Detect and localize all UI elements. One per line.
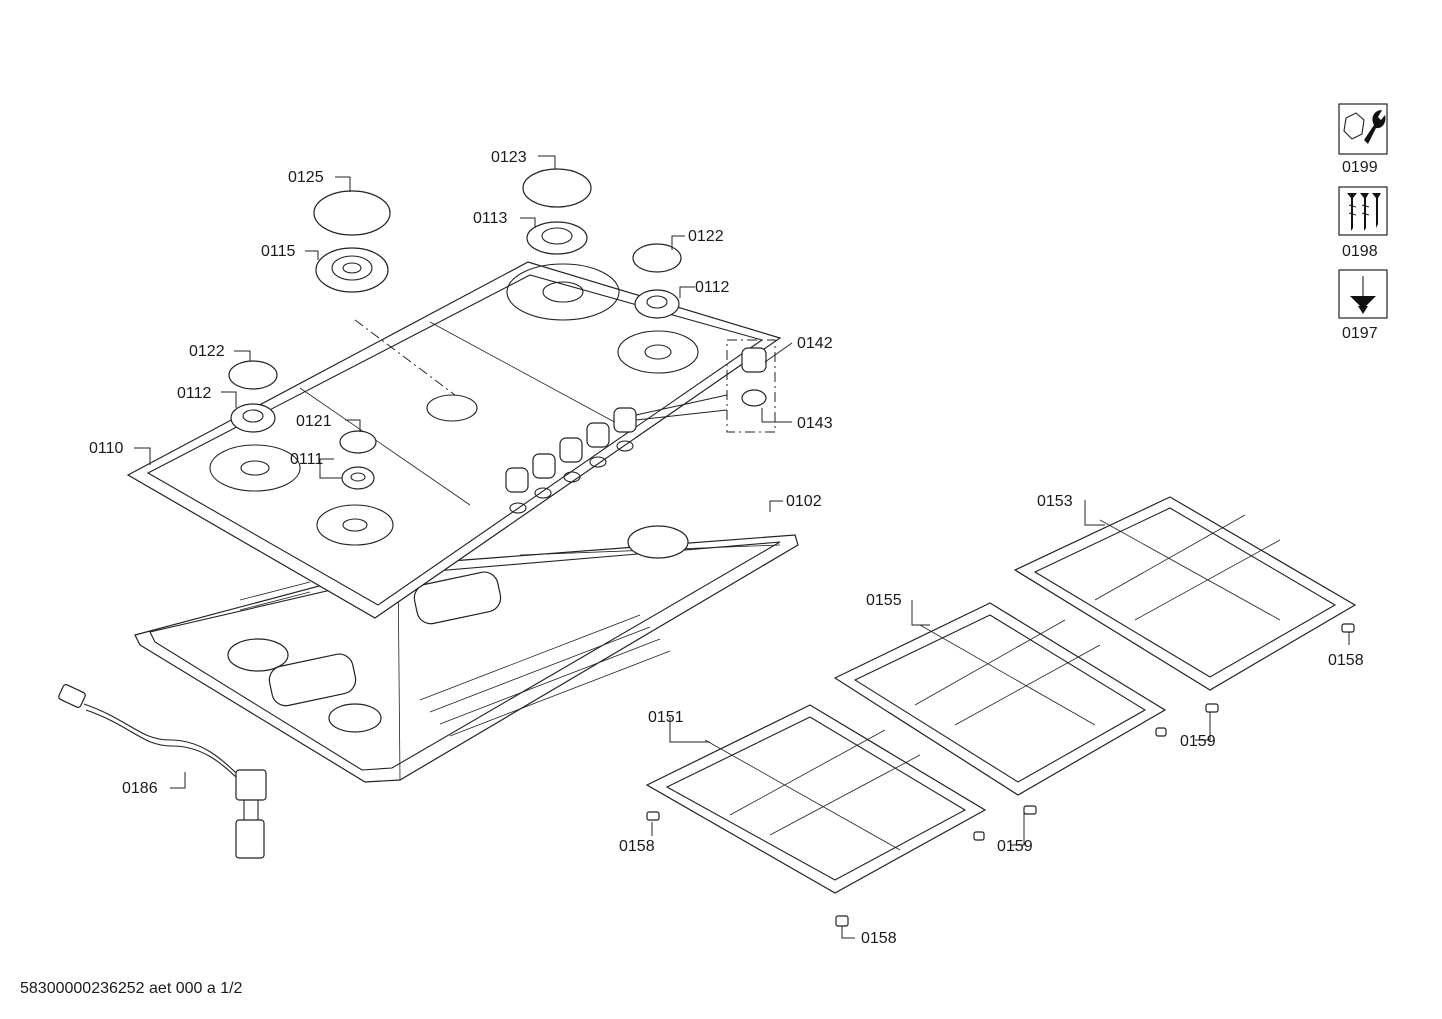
label-0158-right: 0158 <box>1328 652 1364 669</box>
label-0153: 0153 <box>1037 493 1073 510</box>
label-0159-right: 0159 <box>1180 733 1216 750</box>
tool-icons: 0199 0198 0197 <box>1338 103 1388 342</box>
control-knobs <box>505 407 637 493</box>
power-cable <box>58 684 267 859</box>
pan-support-0151 <box>645 704 987 894</box>
label-0122-top: 0122 <box>688 228 724 245</box>
pan-support-0153 <box>1013 496 1357 691</box>
screws-icon <box>1338 186 1388 236</box>
label-0151: 0151 <box>648 709 684 726</box>
label-0110: 0110 <box>89 440 124 457</box>
label-0113: 0113 <box>473 210 508 227</box>
label-0198: 0198 <box>1342 243 1378 260</box>
leader-lines <box>134 155 1350 939</box>
label-0125: 0125 <box>288 169 324 186</box>
base-tray <box>134 525 799 783</box>
label-0186: 0186 <box>122 780 158 797</box>
document-footer: 58300000236252 aet 000 a 1/2 <box>20 980 243 997</box>
label-0112-top: 0112 <box>695 279 730 296</box>
label-0115: 0115 <box>261 243 296 260</box>
burners <box>228 168 682 490</box>
label-0158-bottom: 0158 <box>861 930 897 947</box>
pan-support-0155 <box>833 602 1167 796</box>
label-0111: 0111 <box>290 451 323 468</box>
label-0112-left: 0112 <box>177 385 212 402</box>
label-0158-left: 0158 <box>619 838 655 855</box>
label-0143: 0143 <box>797 415 833 432</box>
label-0197: 0197 <box>1342 325 1378 342</box>
label-0199: 0199 <box>1342 159 1378 176</box>
knob-detail-box <box>635 339 776 433</box>
label-0122-left: 0122 <box>189 343 225 360</box>
wrench-nut-icon <box>1338 103 1388 155</box>
label-0102: 0102 <box>786 493 822 510</box>
rubber-feet <box>646 623 1355 927</box>
label-0159-mid: 0159 <box>997 838 1033 855</box>
screwdriver-icon <box>1338 269 1388 319</box>
label-0142: 0142 <box>797 335 833 352</box>
part-labels: 0125 0123 0113 0122 0115 0112 0142 0122 … <box>89 149 1364 947</box>
label-0155: 0155 <box>866 592 902 609</box>
label-0123: 0123 <box>491 149 527 166</box>
label-0121: 0121 <box>296 413 332 430</box>
